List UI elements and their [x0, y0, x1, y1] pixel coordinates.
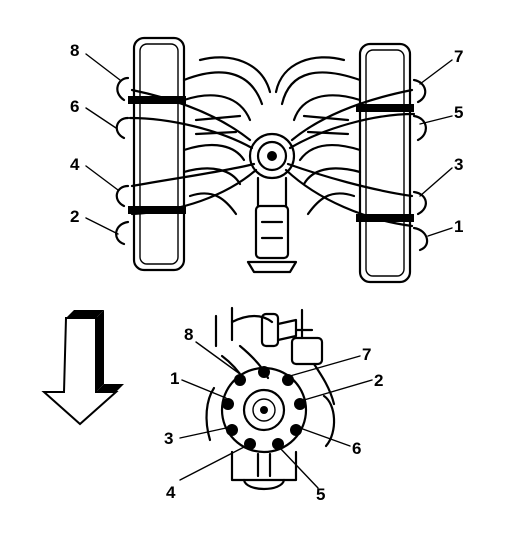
cap-towers — [222, 366, 306, 450]
label-cyl-1-front: 1 — [170, 369, 179, 388]
label-cyl-2-front: 2 — [374, 371, 383, 390]
label-cyl-4-top: 4 — [70, 155, 80, 174]
wire-loom-lower-left — [128, 206, 186, 214]
label-cyl-5-front: 5 — [316, 485, 325, 504]
label-cyl-2-top: 2 — [70, 207, 79, 226]
label-cyl-7-front: 7 — [362, 345, 371, 364]
label-cyl-5-top: 5 — [454, 103, 463, 122]
distributor-cap-top — [246, 132, 298, 274]
distributor-body — [254, 204, 290, 260]
coil — [290, 336, 324, 366]
spark-plug-wires-left — [115, 76, 258, 246]
wire-loom-lower-right — [356, 214, 414, 222]
engine-top-view: 8 6 4 2 7 5 3 1 — [70, 36, 463, 284]
label-cyl-3-top: 3 — [454, 155, 463, 174]
intake-manifold — [182, 56, 362, 216]
wire-loom-upper-right — [356, 104, 414, 112]
wire-loom-upper-left — [128, 96, 186, 104]
label-cyl-6-top: 6 — [70, 97, 79, 116]
distributor-front-view: 8 7 1 2 3 6 4 5 — [164, 306, 383, 504]
label-cyl-6-front: 6 — [352, 439, 361, 458]
left-valve-cover — [132, 36, 186, 272]
label-cyl-4-front: 4 — [166, 483, 176, 502]
leader-lines-top — [85, 53, 453, 237]
label-cyl-8-front: 8 — [184, 325, 193, 344]
label-cyl-7-top: 7 — [454, 47, 463, 66]
label-cyl-1-top: 1 — [454, 217, 463, 236]
front-direction-arrow — [41, 310, 124, 426]
leader-lines-front — [179, 341, 373, 489]
right-valve-cover — [358, 42, 412, 284]
label-cyl-3-front: 3 — [164, 429, 173, 448]
spark-plug-wires-right — [284, 78, 429, 252]
label-cyl-8-top: 8 — [70, 41, 79, 60]
